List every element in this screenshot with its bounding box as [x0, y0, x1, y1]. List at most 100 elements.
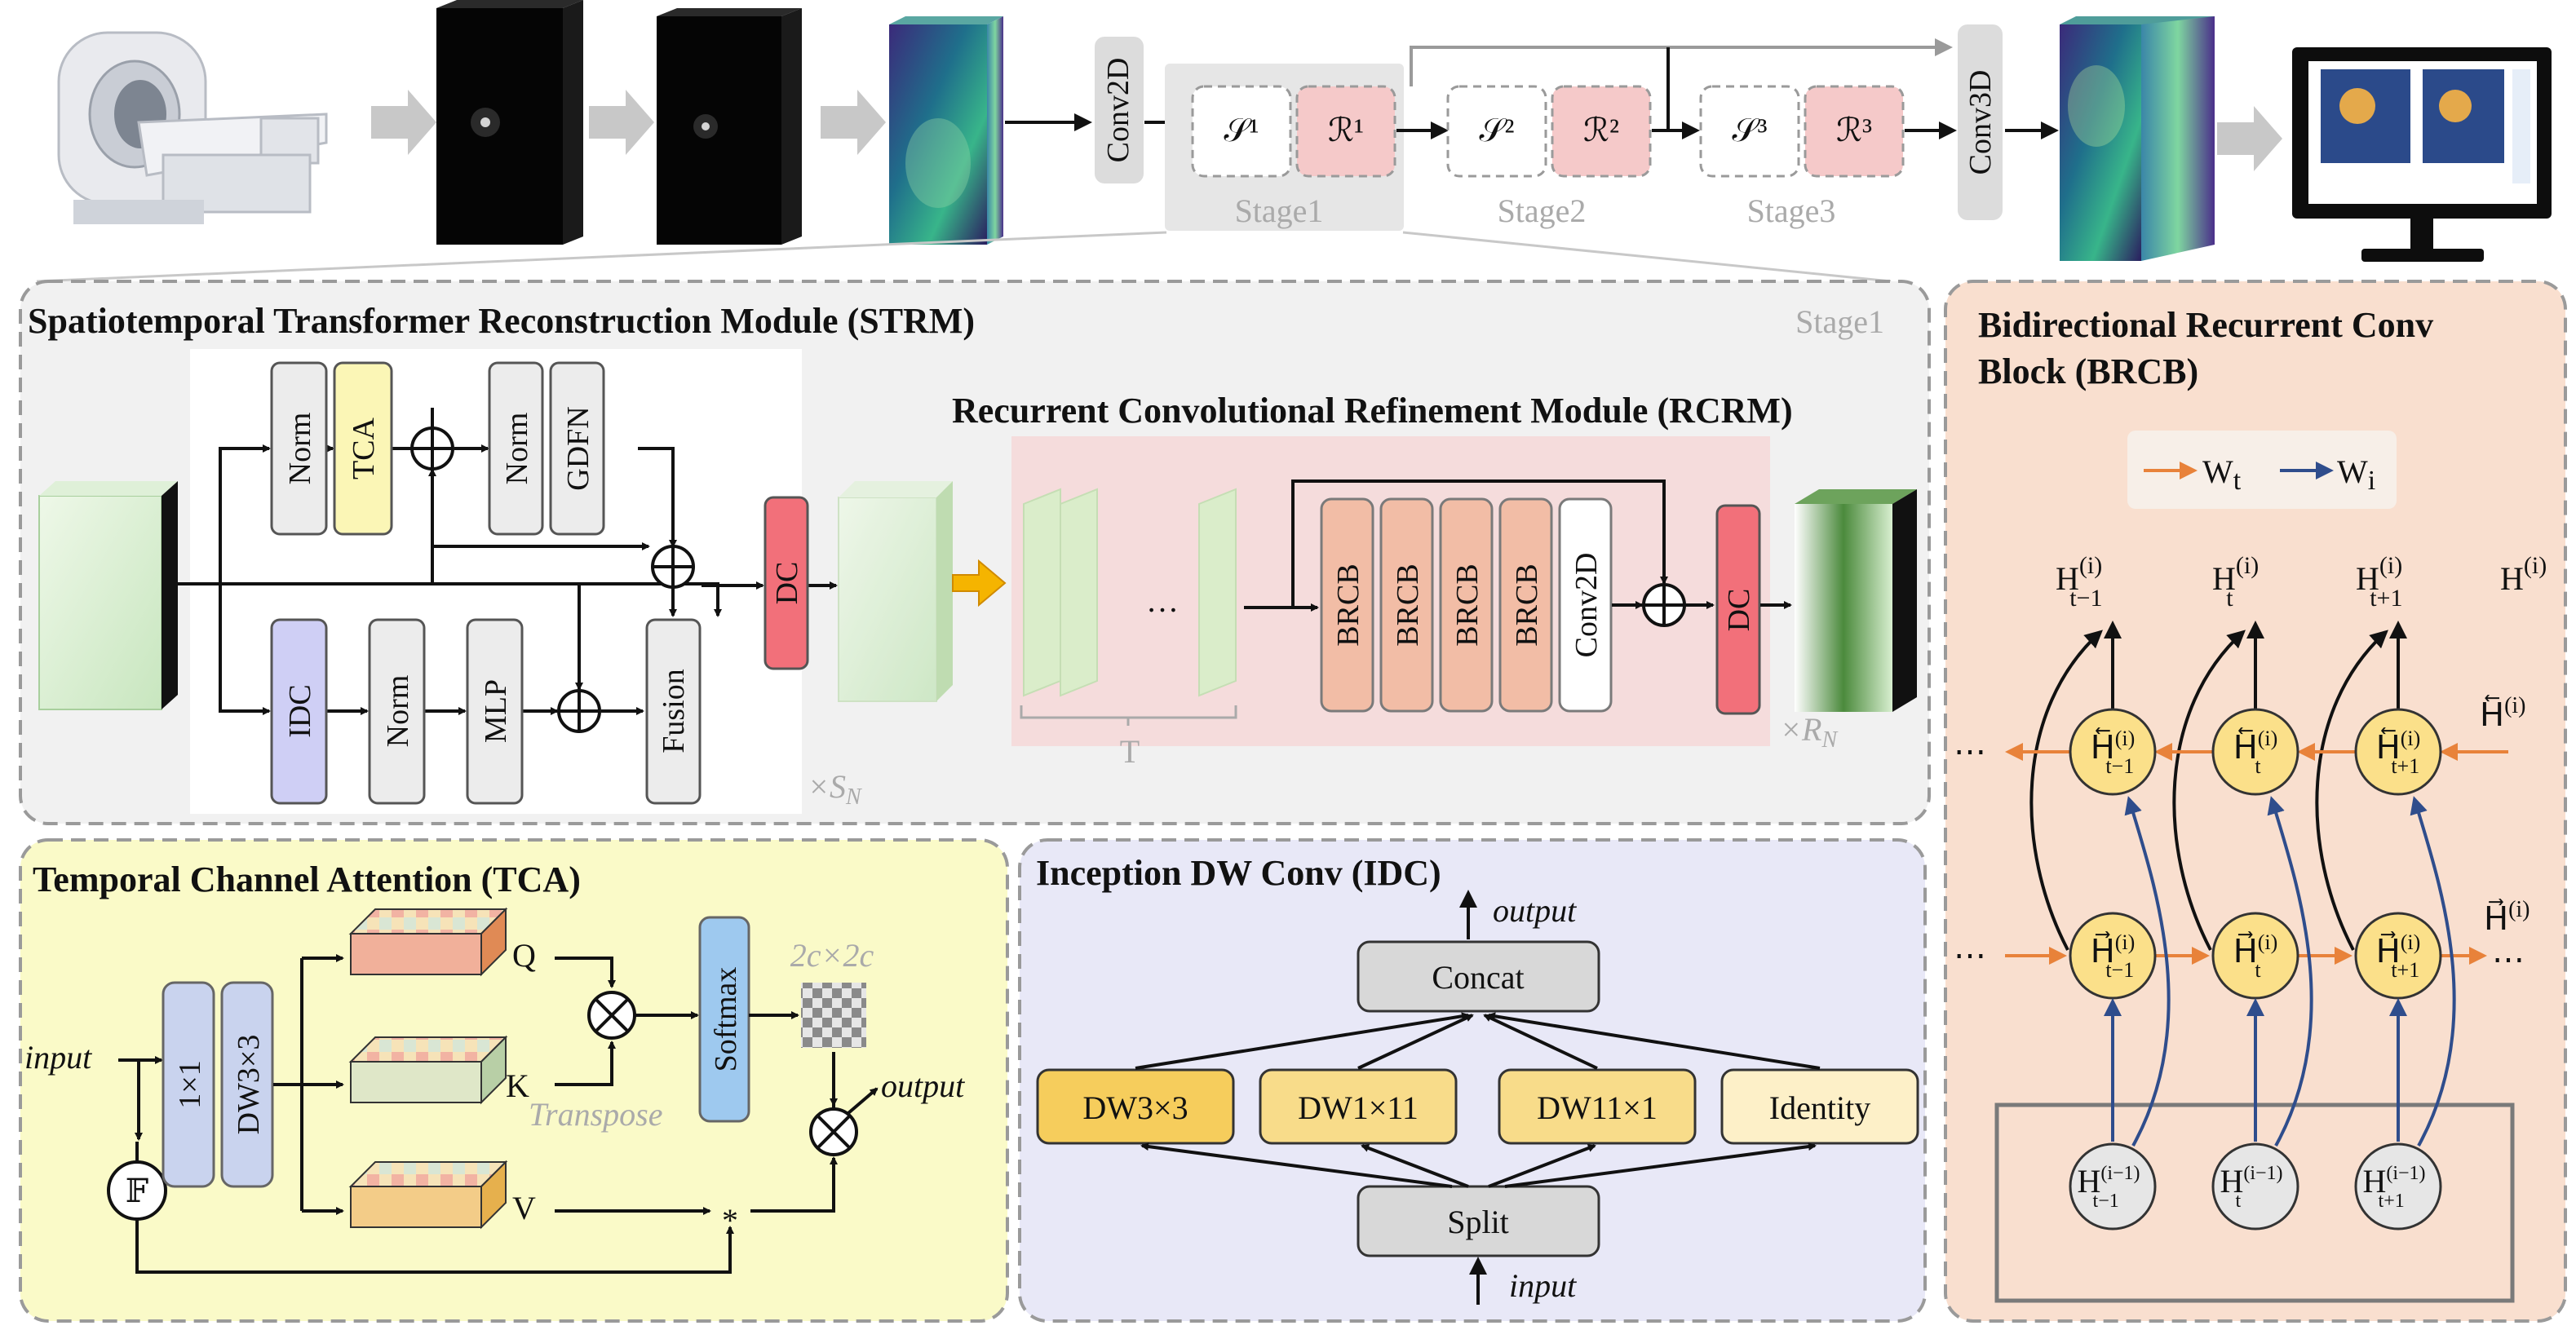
conv1x1-block: 1×1	[162, 981, 215, 1188]
brcb-title-line2: Block (BRCB)	[1978, 351, 2198, 391]
svg-text:H⃗(i)t+1: H⃗(i)t+1	[2376, 930, 2421, 982]
svg-text:Fusion: Fusion	[657, 669, 691, 753]
dw11x1-branch: DW11×1	[1498, 1068, 1697, 1145]
svg-text:H(i)t+1: H(i)t+1	[2356, 552, 2402, 612]
backward-state-label: H⃖(i)	[2480, 693, 2526, 733]
svg-text:GDFN: GDFN	[561, 406, 595, 490]
backward-ellipsis: ⋯	[1954, 733, 1986, 770]
brcb-block: BRCB	[1379, 497, 1434, 713]
svg-text:H(i)t−1: H(i)t−1	[2056, 552, 2102, 612]
input-node: H(i−1)t−1	[2069, 1142, 2157, 1231]
svg-text:Concat: Concat	[1432, 959, 1524, 996]
svg-text:H⃖(i)t: H⃖(i)t	[2233, 727, 2278, 778]
brcb-title-line1: Bidirectional Recurrent Conv	[1978, 305, 2433, 345]
svg-text:Softmax: Softmax	[709, 967, 743, 1072]
svg-text:H⃖(i)t+1: H⃖(i)t+1	[2376, 727, 2421, 778]
svg-text:Stage3: Stage3	[1747, 192, 1836, 229]
svg-text:BRCB: BRCB	[1331, 563, 1365, 646]
flow-arrow	[371, 90, 2282, 171]
norm-block-3: Norm	[368, 618, 426, 805]
svg-text:Norm: Norm	[283, 413, 317, 485]
split-block: Split	[1357, 1185, 1600, 1257]
add-node	[651, 545, 695, 589]
transpose-label: Transpose	[529, 1096, 663, 1133]
kspace-panel	[436, 0, 583, 245]
rcrm-repeat-label: ×RN	[1780, 711, 1838, 753]
brcb-block: BRCB	[1320, 497, 1374, 713]
tca-block: TCA	[333, 361, 393, 536]
forward-node: H⃗(i)t+1	[2354, 912, 2442, 1000]
aliased-image-stack	[889, 16, 1003, 245]
svg-text:Conv3D: Conv3D	[1963, 70, 1998, 175]
v-label: V	[512, 1190, 536, 1226]
svg-text:Conv2D: Conv2D	[1101, 58, 1135, 163]
tca-input-label: input	[24, 1039, 92, 1076]
strm-repeat-label: ×SN	[808, 768, 862, 810]
forward-node: H⃗(i)t−1	[2069, 912, 2157, 1000]
conv3d-box: Conv3D	[1958, 24, 2003, 220]
q-tensor	[348, 907, 508, 977]
add-node	[1642, 583, 1686, 627]
svg-text:DW1×11: DW1×11	[1298, 1089, 1419, 1126]
idc-block: IDC	[270, 618, 328, 805]
attention-size-label: 2c×2c	[790, 937, 874, 974]
svg-text:H(i−1)t−1: H(i−1)t−1	[2077, 1163, 2140, 1212]
svg-text:DW3×3: DW3×3	[1082, 1089, 1188, 1126]
strm-title: Spatiotemporal Transformer Reconstructio…	[28, 301, 975, 341]
svg-text:ℛ¹: ℛ¹	[1328, 112, 1364, 148]
rcrm-output-cube	[1795, 489, 1917, 712]
svg-text:Wi: Wi	[2337, 453, 2375, 496]
temporal-frames	[1023, 488, 1237, 697]
brcb-block: BRCB	[1498, 497, 1553, 713]
brcb-block: BRCB	[1439, 497, 1494, 713]
svg-text:𝒮²: 𝒮²	[1480, 112, 1515, 148]
svg-text:𝔽: 𝔽	[126, 1173, 148, 1209]
svg-text:Stage2: Stage2	[1498, 192, 1587, 229]
svg-text:DC: DC	[1722, 589, 1756, 632]
svg-text:BRCB: BRCB	[1510, 563, 1544, 646]
k-tensor	[348, 1035, 508, 1105]
strm-output-cube	[838, 481, 953, 702]
svg-text:H⃖(i)t−1: H⃖(i)t−1	[2091, 727, 2136, 778]
svg-text:Conv2D: Conv2D	[1569, 553, 1604, 658]
stage-3: 𝒮³ ℛ³ Stage3	[1699, 85, 1905, 229]
forward-ellipsis-right: ⋯	[2492, 941, 2525, 978]
stage-1: 𝒮¹ ℛ¹ Stage1	[1191, 85, 1396, 229]
orange-flow-arrow	[952, 559, 1007, 608]
svg-text:ℛ²: ℛ²	[1583, 112, 1619, 148]
rcrm-title: Recurrent Convolutional Refinement Modul…	[952, 391, 1793, 431]
monitor-icon	[2292, 47, 2552, 262]
dw3x3-block: DW3×3	[220, 981, 274, 1188]
conv2d-box: Conv2D	[1095, 37, 1144, 183]
idc-title: Inception DW Conv (IDC)	[1036, 853, 1441, 893]
svg-text:Wt: Wt	[2202, 453, 2242, 496]
forward-node: H⃗(i)t	[2211, 912, 2299, 1000]
tca-panel: Temporal Channel Attention (TCA) input 𝔽…	[19, 838, 1009, 1323]
top-pipeline: Conv2D 𝒮¹ ℛ¹ Stage1 𝒮² ℛ² Stage2 𝒮³	[36, 0, 2552, 283]
svg-text:1×1: 1×1	[173, 1060, 207, 1108]
idc-input-label: input	[1509, 1267, 1577, 1304]
tca-title: Temporal Channel Attention (TCA)	[33, 859, 581, 899]
svg-text:MLP: MLP	[479, 679, 513, 743]
brcb-panel: Bidirectional Recurrent Conv Block (BRCB…	[1944, 280, 2567, 1323]
fusion-block: Fusion	[645, 618, 702, 805]
idc-output-label: output	[1493, 892, 1577, 929]
svg-text:Norm: Norm	[500, 413, 534, 485]
input-node: H(i−1)t	[2211, 1142, 2299, 1231]
conv2d-block-rcrm: Conv2D	[1558, 497, 1613, 713]
svg-text:DW3×3: DW3×3	[232, 1035, 266, 1135]
identity-branch: Identity	[1720, 1068, 1919, 1145]
k-label: K	[506, 1067, 529, 1104]
svg-text:Split: Split	[1447, 1204, 1509, 1240]
backward-node: H⃖(i)t+1	[2354, 708, 2442, 796]
forward-state-label: H⃗(i)	[2484, 897, 2530, 937]
frames-ellipsis: …	[1146, 582, 1179, 619]
dw3x3-branch: DW3×3	[1036, 1068, 1235, 1145]
norm-block-1: Norm	[270, 361, 328, 536]
reconstructed-image-stack	[2060, 16, 2215, 261]
dc-block-rcrm: DC	[1715, 504, 1761, 715]
svg-text:𝒮³: 𝒮³	[1733, 112, 1768, 148]
matmul-node	[809, 1107, 858, 1156]
fft-node: 𝔽	[107, 1160, 167, 1221]
